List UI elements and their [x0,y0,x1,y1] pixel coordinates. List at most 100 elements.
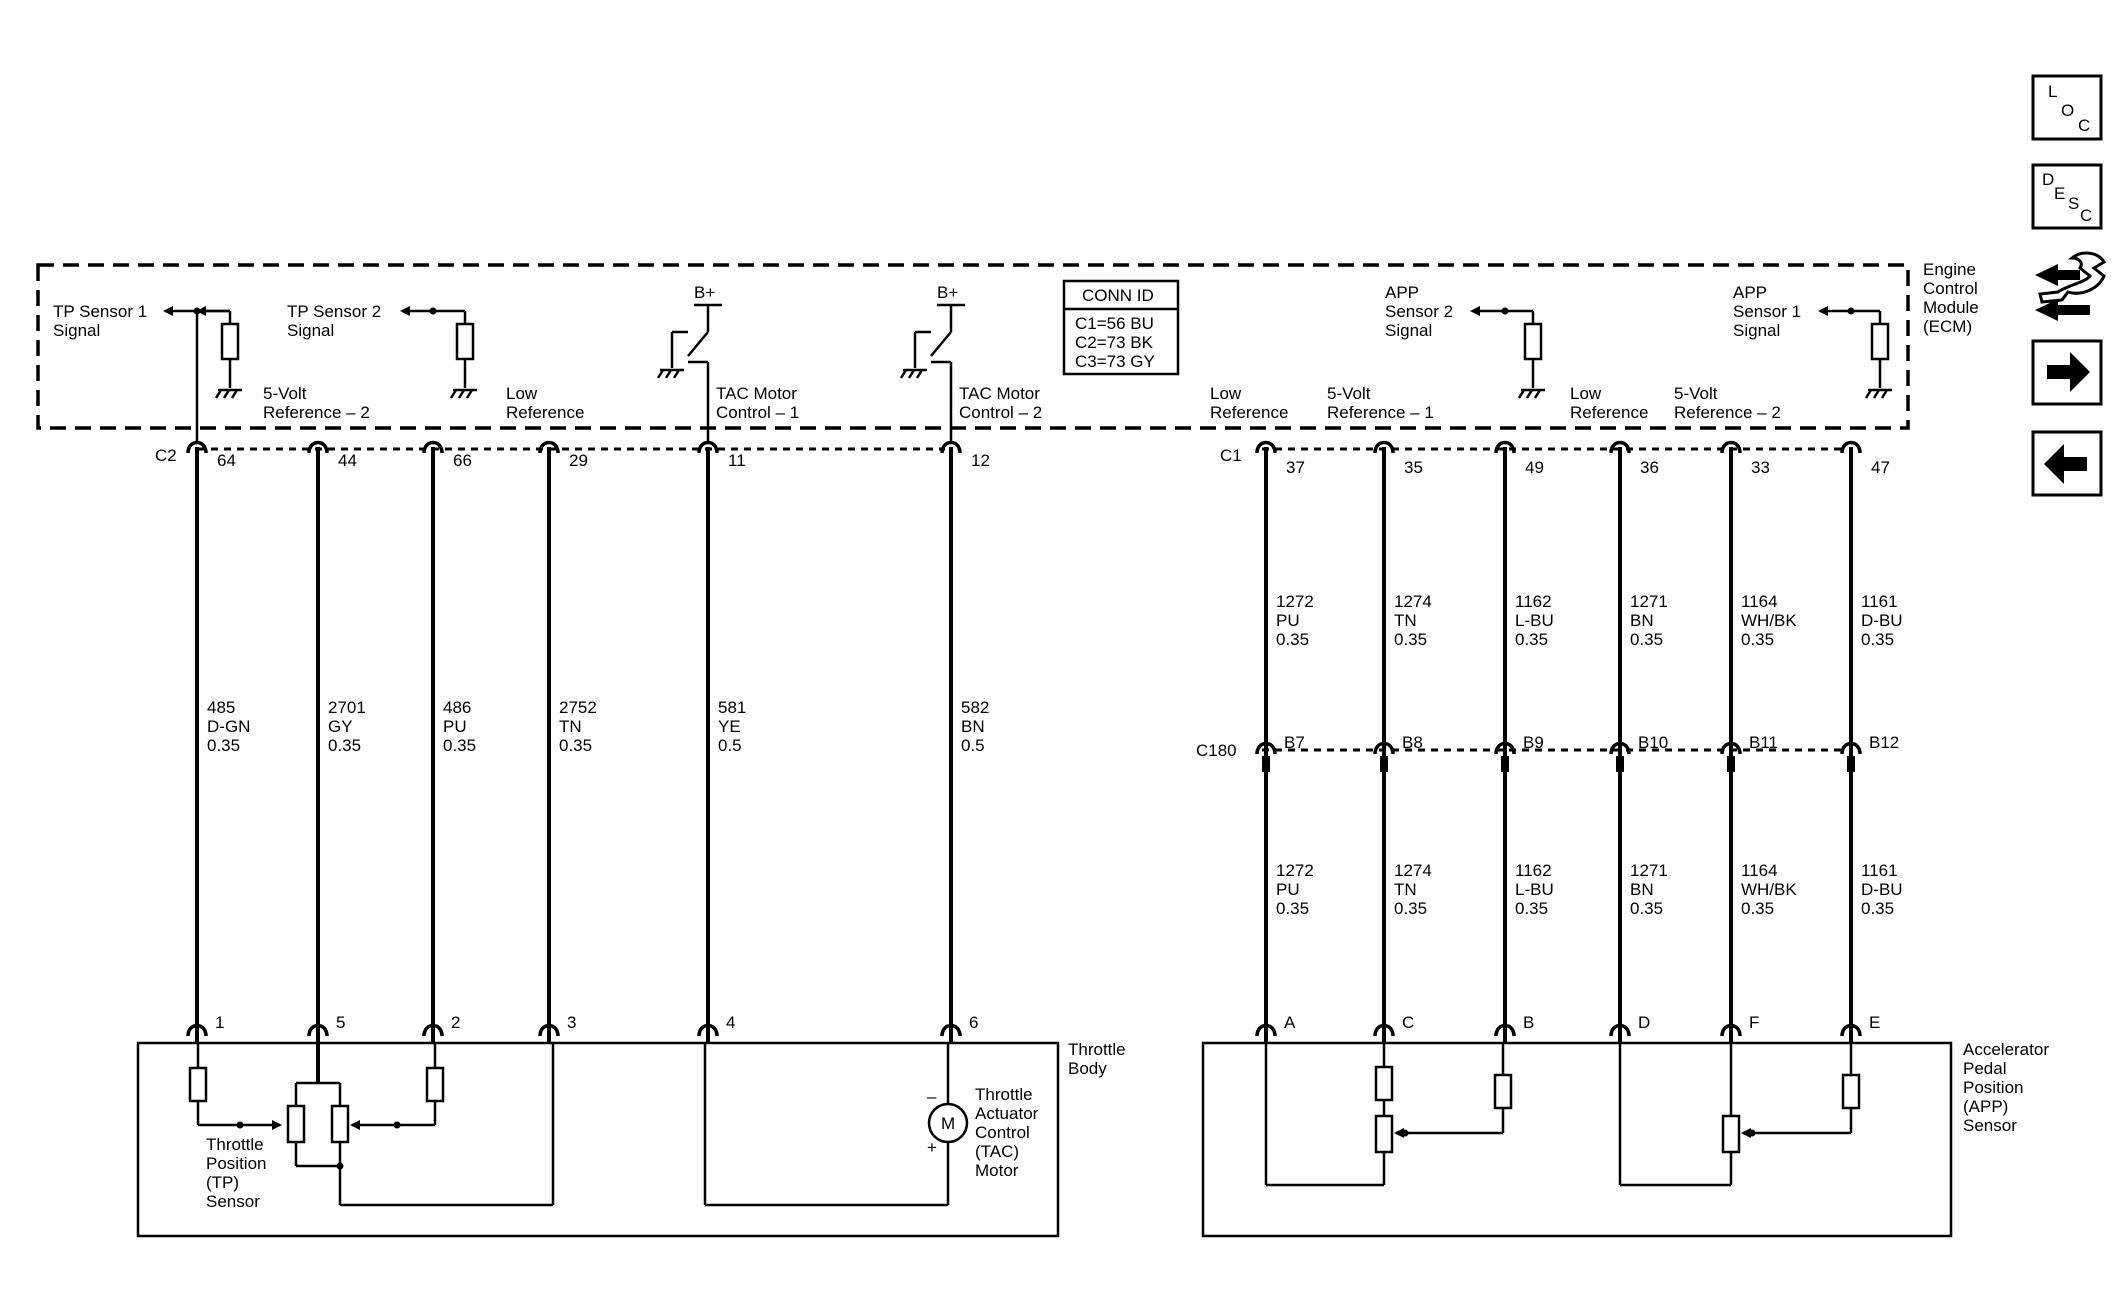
ecm-label: Engine Control Module (ECM) [1923,260,1984,336]
device-pin-number: D [1638,1013,1650,1032]
svg-text:B+: B+ [937,283,958,302]
ecm-pin-number: 49 [1525,458,1544,477]
app2-signal-circuit [1470,306,1545,399]
device-pin-number: 1 [215,1013,224,1032]
svg-text:E: E [2054,184,2065,203]
svg-text:D: D [2042,170,2054,189]
device-pin-number: E [1869,1013,1880,1032]
ground-icon [214,388,242,399]
ecm-boundary [36,263,1910,430]
back-arrow-icon[interactable] [2031,430,2103,497]
tac2-switch: B+ [899,283,965,443]
svg-text:–: – [927,1087,937,1106]
ground-icon [449,388,477,399]
svg-text:L: L [2048,82,2057,101]
desc-button[interactable]: D E S C [2031,163,2103,230]
device-pin-number: F [1749,1013,1759,1032]
c2-connector-label: C2 [155,446,177,465]
device-pin-number: 6 [969,1013,978,1032]
svg-text:CONN ID: CONN ID [1082,286,1154,305]
app-sensor-label: Accelerator Pedal Position (APP) Sensor [1963,1040,2054,1135]
svg-text:M: M [941,1114,955,1133]
svg-text:C3=73 GY: C3=73 GY [1075,352,1155,371]
svg-text:C: C [2078,116,2090,135]
inline-pin-number: B12 [1869,733,1899,752]
ecm-pin-number: 11 [728,451,746,470]
connector-swap-icon[interactable] [2035,251,2107,321]
inline-pin-number: B8 [1402,733,1423,752]
svg-text:+: + [927,1138,937,1157]
tp1-signal-circuit [163,306,242,443]
device-pin-number: 3 [567,1013,576,1032]
inline-pin-number: B10 [1638,733,1668,752]
c1-connector-label: C1 [1220,446,1242,465]
inline-pin-number: B7 [1284,733,1305,752]
ecm-pin-number: 12 [971,451,990,470]
svg-text:C: C [2080,206,2092,225]
throttle-body-box [136,1041,1060,1238]
svg-text:C1=56 BU: C1=56 BU [1075,314,1154,333]
svg-text:B+: B+ [694,283,715,302]
ecm-pin-number: 66 [453,451,472,470]
ecm-pin-number: 64 [217,451,236,470]
ground-icon [899,368,927,379]
tac-motor-label: Throttle Actuator Control (TAC) Motor [975,1085,1043,1180]
ground-icon [656,368,684,379]
inline-pin-number: B11 [1749,733,1778,752]
tp-sensor-label: Throttle Position (TP) Sensor [206,1135,271,1211]
device-pin-number: B [1523,1013,1534,1032]
svg-text:S: S [2068,194,2079,213]
svg-text:C2=73 BK: C2=73 BK [1075,333,1154,352]
conn-id-box: CONN ID C1=56 BU C2=73 BK C3=73 GY [1062,279,1180,376]
inline-pin-number: B9 [1523,733,1544,752]
ecm-pin-number: 36 [1640,458,1659,477]
forward-arrow-icon[interactable] [2031,339,2103,406]
app1-signal-circuit [1818,306,1892,399]
loc-button[interactable]: L O C [2031,74,2103,141]
device-pin-number: C [1402,1013,1414,1032]
app-sensor-symbol [1264,1043,1861,1187]
tp2-signal-circuit [400,306,477,399]
device-pin-number: A [1284,1013,1296,1032]
svg-text:O: O [2061,101,2074,120]
c180-connector-label: C180 [1196,741,1237,760]
ecm-pin-number: 44 [338,451,357,470]
device-pin-number: 4 [726,1013,735,1032]
tac1-switch: B+ [656,283,722,443]
